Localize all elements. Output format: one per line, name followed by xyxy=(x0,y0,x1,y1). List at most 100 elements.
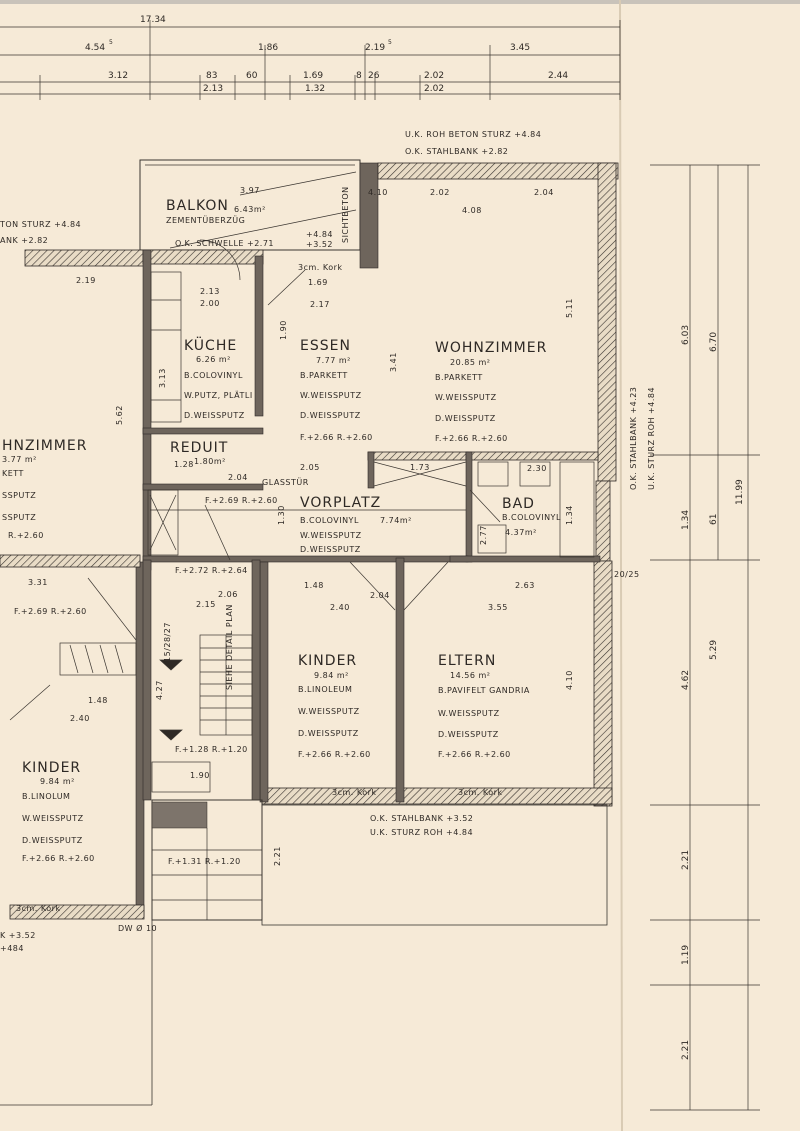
inner-dim: 1.90 xyxy=(279,320,288,340)
room-balkon: BALKON 6.43m² ZEMENTÜBERZÜG xyxy=(166,198,265,225)
inner-dim: 2.63 xyxy=(515,581,535,590)
walls xyxy=(0,159,619,1106)
inner-dim: 2.05 xyxy=(300,463,320,472)
dim-overall: 17.34 xyxy=(140,15,166,25)
inner-dim: 2.17 xyxy=(310,300,330,309)
room-finish-1: B.PAVIFELT GANDRIA xyxy=(438,686,530,695)
dim-right-462: 4.62 xyxy=(681,670,691,690)
note-right-stahlbank: O.K. STAHLBANK +4.23 xyxy=(629,387,638,490)
inner-dim: 2.40 xyxy=(330,603,350,612)
room-finish-1: B.LINOLEUM xyxy=(298,685,352,694)
dim-right-61: 61 xyxy=(709,514,719,525)
inner-dim: 4.10 xyxy=(368,188,388,197)
inner-dim: 2.19 xyxy=(76,276,96,285)
room-name: BAD xyxy=(502,496,535,512)
dim-right-134: 1.34 xyxy=(681,510,691,530)
note-left-sturz: TON STURZ +4.84 xyxy=(0,220,81,229)
room-finish-2: W.PUTZ, PLÄTLI xyxy=(184,390,253,400)
room-kinder: KINDER 9.84 m² B.LINOLEUM W.WEISSPUTZ D.… xyxy=(298,653,371,759)
dim-row2-b: 1.86 xyxy=(258,43,278,53)
room-area: 9.84 m² xyxy=(40,777,75,786)
room-area: 1.80m² xyxy=(194,457,226,466)
room-levels: F.+2.66 R.+2.60 xyxy=(435,434,508,443)
dim-row3b-c: 2.02 xyxy=(424,84,444,94)
note-dw: DW Ø 10 xyxy=(118,923,157,933)
note-bottom-sturz: U.K. STURZ ROH +4.84 xyxy=(370,828,473,837)
inner-dim: 1.30 xyxy=(277,505,286,525)
dim-row3-e: 8 xyxy=(356,71,362,81)
inner-dim: 4.27 xyxy=(155,680,164,700)
note-bottom-left-2: +484 xyxy=(0,944,24,953)
room-area: 7.74m² xyxy=(380,516,412,525)
room-area: 9.84 m² xyxy=(314,671,349,680)
room-finish-2: SSPUTZ xyxy=(2,491,36,500)
room-essen: ESSEN 7.77 m² B.PARKETT W.WEISSPUTZ D.WE… xyxy=(300,338,373,442)
room-levels: F.+2.66 R.+2.60 xyxy=(300,433,373,442)
room-wohnzimmer: WOHNZIMMER 20.85 m² B.PARKETT W.WEISSPUT… xyxy=(435,340,546,443)
room-finish-1: B.COLOVINYL xyxy=(502,513,561,522)
dim-row3b-b: 1.32 xyxy=(305,84,325,94)
dim-row3-f: 26 xyxy=(368,71,380,81)
inner-dim: 3.55 xyxy=(488,603,508,612)
note-glasstuer: GLASSTÜR xyxy=(262,477,309,487)
inner-dim: 2.77 xyxy=(479,525,488,545)
room-finish-3: D.WEISSPUTZ xyxy=(300,411,361,420)
room-finish-2: W.WEISSPUTZ xyxy=(300,391,362,400)
note-balkon-h1: +4.84 xyxy=(306,230,333,239)
inner-dim: 2.21 xyxy=(273,846,282,866)
dim-row3-b: 83 xyxy=(206,71,217,81)
dim-right-1199: 11.99 xyxy=(735,479,745,505)
room-area: 14.56 m² xyxy=(450,671,490,680)
level-entry: F.+1.31 R.+1.20 xyxy=(168,857,241,866)
inner-dim: 2.04 xyxy=(228,473,248,482)
room-name: KINDER xyxy=(22,760,81,776)
inner-dim: 2.04 xyxy=(534,188,554,197)
room-levels: R.+2.60 xyxy=(8,531,44,540)
dim-right-221b: 2.21 xyxy=(681,1040,691,1060)
note-ok-stahlbank: O.K. STAHLBANK +2.82 xyxy=(405,147,508,156)
note-kork-eltern: 3cm. Kork xyxy=(458,788,503,797)
dimension-chains-right xyxy=(650,164,760,1111)
room-kueche: KÜCHE 6.26 m² B.COLOVINYL W.PUTZ, PLÄTLI… xyxy=(184,336,253,420)
dim-row3-d: 1.69 xyxy=(303,71,323,81)
inner-dim: 1.28 xyxy=(174,460,194,469)
inner-dim: 3.97 xyxy=(240,186,260,195)
dim-row2-a: 4.54 xyxy=(85,43,105,53)
room-area: 7.77 m² xyxy=(316,356,351,365)
room-name: REDUIT xyxy=(170,440,228,456)
room-name: KINDER xyxy=(298,653,357,669)
dim-right-119: 1.19 xyxy=(681,945,691,965)
room-finish-1: ZEMENTÜBERZÜG xyxy=(166,215,245,225)
note-kork-top: 3cm. Kork xyxy=(298,263,343,272)
room-reduit: REDUIT 1.80m² xyxy=(170,440,228,466)
room-eltern: ELTERN 14.56 m² B.PAVIFELT GANDRIA W.WEI… xyxy=(438,653,530,759)
note-uk-roh-beton: U.K. ROH BETON STURZ +4.84 xyxy=(405,130,541,139)
level-stair-bottom: F.+1.28 R.+1.20 xyxy=(175,745,248,754)
dim-row3-c: 60 xyxy=(246,71,258,81)
room-area: 4.37m² xyxy=(505,528,537,537)
room-left-kinder: KINDER 9.84 m² B.LINOLUM W.WEISSPUTZ D.W… xyxy=(22,760,94,863)
note-stair-size: 15/28/27 xyxy=(163,622,172,662)
room-levels: F.+2.66 R.+2.60 xyxy=(298,750,371,759)
room-finish-3: D.WEISSPUTZ xyxy=(298,729,359,738)
inner-dim: 2.06 xyxy=(218,590,238,599)
room-finish-3: D.WEISSPUTZ xyxy=(438,730,499,739)
inner-dim: 3.13 xyxy=(158,368,167,388)
inner-dim: 5.62 xyxy=(115,405,124,425)
inner-dim: 1.48 xyxy=(304,581,324,590)
room-finish-3: D.WEISSPUTZ xyxy=(22,836,83,845)
inner-dim: 3.41 xyxy=(389,352,398,372)
note-bottom-stahlbank: O.K. STAHLBANK +3.52 xyxy=(370,814,473,823)
dim-row2-d: 3.45 xyxy=(510,43,530,53)
level-stair-top: F.+2.72 R.+2.64 xyxy=(175,566,248,575)
note-right-sturz: U.K. STURZ ROH +4.84 xyxy=(647,387,656,490)
note-left-stahlbank: ANK +2.82 xyxy=(0,236,48,245)
inner-dim: 1.48 xyxy=(88,696,108,705)
room-name: BALKON xyxy=(166,198,229,214)
inner-dim: 3.31 xyxy=(28,578,48,587)
inner-dim: 1.90 xyxy=(190,771,210,780)
inner-dim: 5.11 xyxy=(565,298,574,318)
inner-dim: 2.40 xyxy=(70,714,90,723)
dim-right-221a: 2.21 xyxy=(681,850,691,870)
